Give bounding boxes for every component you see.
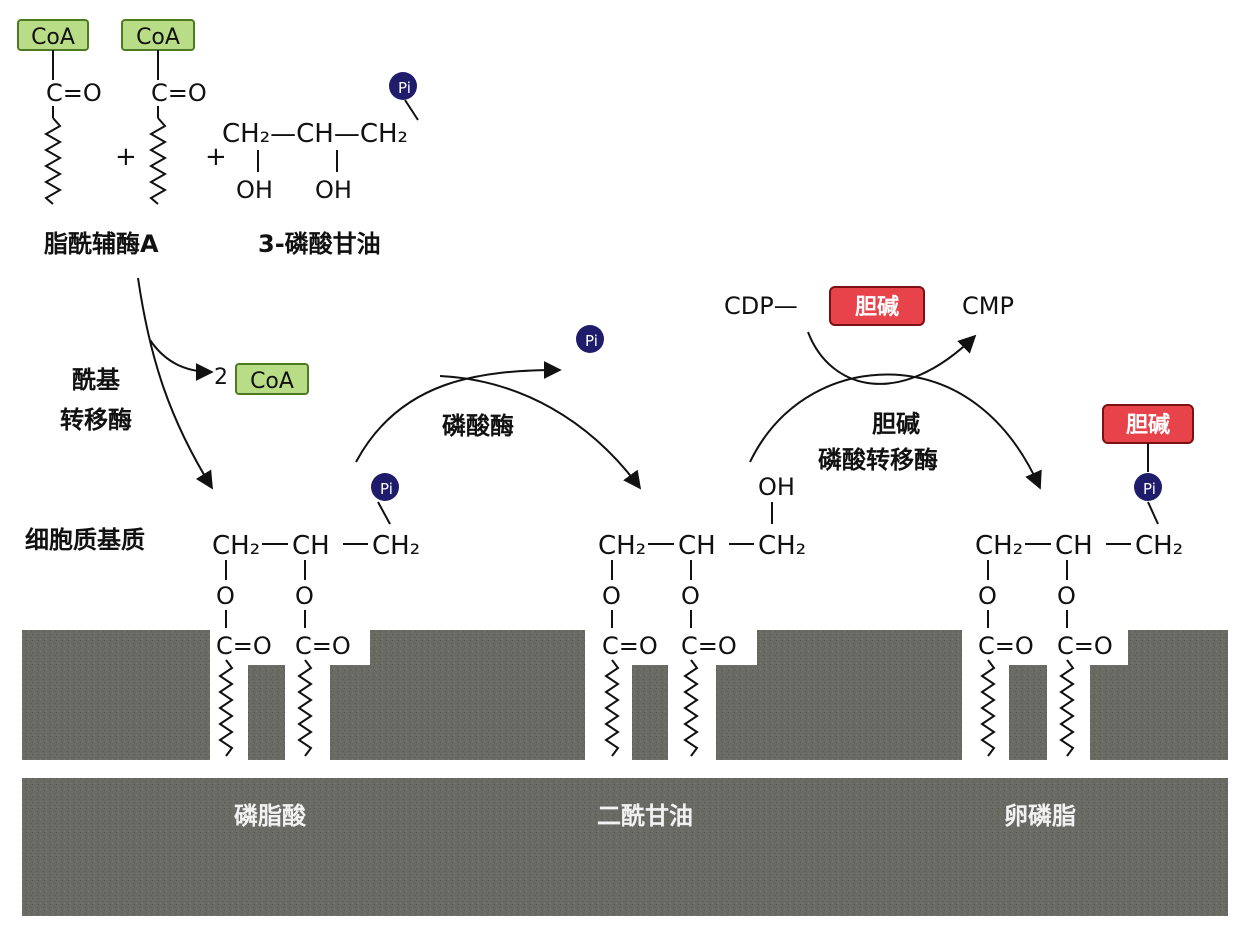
coa-label: CoA	[136, 25, 180, 50]
cytoplasm-label: 细胞质基质	[25, 526, 145, 554]
cmp-label: CMP	[962, 292, 1014, 320]
cdp-choline-label: 胆碱	[855, 294, 899, 320]
acyltransferase-label-line2: 转移酶	[60, 406, 132, 434]
oh-label: OH	[236, 176, 273, 204]
lecithin-molecule: 胆碱 Pi CH₂ CH CH₂ O O C=O C=O	[975, 404, 1194, 757]
phosphatidic-acid-molecule: CH₂ CH CH₂ Pi O O C=O C=O	[212, 473, 420, 757]
ester-oxygen: O	[978, 582, 997, 610]
acyltransferase-label-line1: 酰基	[72, 366, 121, 394]
choline-head-label: 胆碱	[1126, 412, 1170, 438]
cpt-label-line2: 磷酸转移酶	[818, 446, 938, 474]
phosphate-icon	[389, 72, 417, 100]
pi-release-arrow	[355, 361, 562, 463]
acyl-carbonyl: C=O	[295, 632, 351, 660]
backbone-ch: CH	[678, 531, 716, 561]
membrane-label-diacylglycerol: 二酰甘油	[597, 802, 693, 830]
cdp-choline-badge	[829, 286, 925, 326]
coa-release-arrow	[149, 339, 214, 381]
cmp-release-arrow	[807, 331, 977, 385]
coa-released-label: CoA	[250, 369, 294, 394]
ester-oxygen: O	[681, 582, 700, 610]
phosphate-icon	[1134, 473, 1162, 501]
ester-oxygen: O	[295, 582, 314, 610]
phosphate-icon	[371, 473, 399, 501]
pi-label: Pi	[380, 480, 393, 498]
acyltransferase-arrow	[137, 277, 213, 490]
plus-sign: +	[115, 142, 137, 172]
phosphate-icon	[576, 325, 604, 353]
carbonyl-label: C=O	[46, 79, 102, 107]
pi-label: Pi	[398, 79, 411, 97]
hydroxyl-label: OH	[758, 473, 795, 501]
cpt-label-line1: 胆碱	[872, 410, 920, 438]
membrane	[22, 630, 1228, 916]
fatty-chain	[43, 117, 63, 205]
coa-release-count: 2	[214, 365, 228, 390]
fatty-acyl-coa-1: CoA C=O	[17, 19, 102, 205]
acyl-carbonyl: C=O	[1057, 632, 1113, 660]
fatty-chain	[980, 659, 996, 757]
acyl-carbonyl: C=O	[681, 632, 737, 660]
coa-label: CoA	[31, 25, 75, 50]
diacylglycerol-molecule: CH₂ CH CH₂ OH O O C=O C=O	[598, 473, 806, 757]
backbone-ch: CH	[1055, 531, 1093, 561]
glycerol-backbone: CH₂—CH—CH₂	[222, 119, 408, 149]
fatty-acyl-coa-2: CoA C=O	[121, 19, 207, 205]
pi-label: Pi	[585, 332, 598, 350]
fatty-acyl-coa-label: 脂酰辅酶A	[44, 230, 159, 258]
coa-released-badge	[235, 363, 309, 395]
backbone-ch2: CH₂	[758, 531, 806, 561]
acyl-carbonyl: C=O	[216, 632, 272, 660]
backbone-ch2: CH₂	[975, 531, 1023, 561]
fatty-chain	[683, 659, 699, 757]
plus-sign: +	[205, 142, 227, 172]
backbone-ch: CH	[292, 531, 330, 561]
fatty-chain	[604, 659, 620, 757]
oh-label: OH	[315, 176, 352, 204]
fatty-chain	[218, 659, 234, 757]
acyl-carbonyl: C=O	[978, 632, 1034, 660]
backbone-ch2: CH₂	[1135, 531, 1183, 561]
ester-oxygen: O	[1057, 582, 1076, 610]
phosphatase-arrow	[439, 375, 642, 490]
ester-oxygen: O	[602, 582, 621, 610]
fatty-chain	[148, 117, 168, 205]
backbone-ch2: CH₂	[212, 531, 260, 561]
membrane-upper-leaflet	[22, 630, 1228, 760]
cdp-label: CDP—	[724, 292, 798, 320]
membrane-label-lecithin: 卵磷脂	[1004, 802, 1076, 830]
membrane-label-phosphatidic-acid: 磷脂酸	[234, 802, 307, 830]
pi-label: Pi	[1143, 480, 1156, 498]
fatty-chain	[1059, 659, 1075, 757]
ester-oxygen: O	[216, 582, 235, 610]
backbone-ch2: CH₂	[598, 531, 646, 561]
glycerol-3-phosphate: CH₂—CH—CH₂ OH OH Pi	[222, 72, 419, 204]
phosphatase-label: 磷酸酶	[442, 412, 514, 440]
acyl-carbonyl: C=O	[602, 632, 658, 660]
fatty-chain	[297, 659, 313, 757]
choline-transfer-arrow	[749, 373, 1042, 490]
glycerol-3-phosphate-label: 3-磷酸甘油	[258, 230, 381, 258]
carbonyl-label: C=O	[151, 79, 207, 107]
membrane-lower-leaflet	[22, 778, 1228, 916]
backbone-ch2: CH₂	[372, 531, 420, 561]
